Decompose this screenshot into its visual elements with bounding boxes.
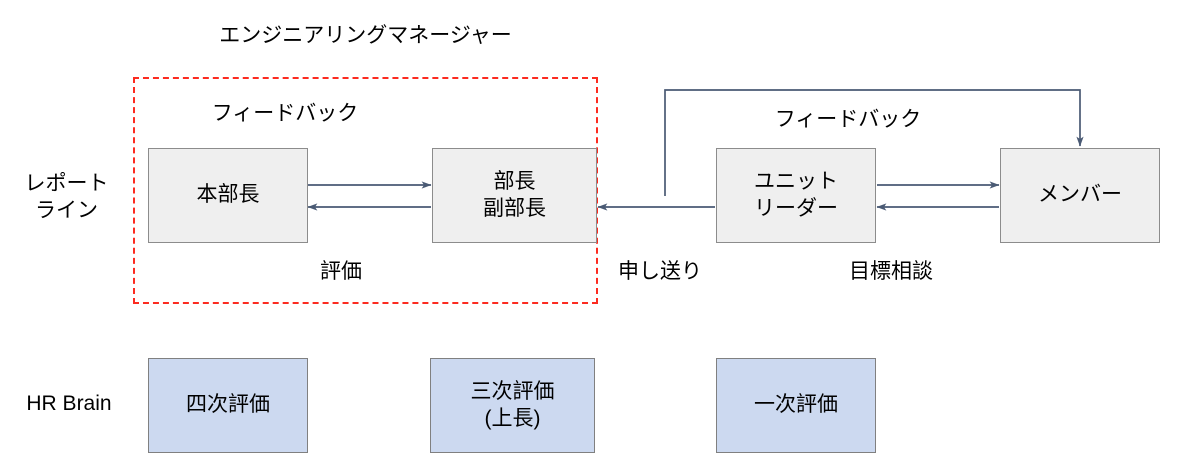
row-label-hr-brain: HR Brain [26,392,112,415]
row-label-report-line: レポート ライン [24,172,109,223]
node-hr-third-evaluation[interactable]: 三次評価 (上長) [430,358,595,453]
edge-label-feedback-left: フィードバック [211,102,359,125]
node-member[interactable]: メンバー [1000,148,1160,243]
edge-label-mokuhyou-soudan: 目標相談 [849,260,933,283]
node-honbucho[interactable]: 本部長 [148,148,308,243]
node-hr-fourth-evaluation[interactable]: 四次評価 [148,358,308,453]
edge-label-feedback-right: フィードバック [774,108,922,131]
node-bucho-fukubucho[interactable]: 部長 副部長 [432,148,597,243]
node-hr-first-evaluation[interactable]: 一次評価 [716,358,876,453]
group-title: エンジニアリングマネージャー [219,24,512,47]
edge-label-moushiokuri: 申し送り [618,260,702,283]
edge-feedback-loop-to-member [664,89,1084,196]
node-unit-leader[interactable]: ユニット リーダー [716,148,876,243]
edge-label-hyouka: 評価 [320,260,362,283]
